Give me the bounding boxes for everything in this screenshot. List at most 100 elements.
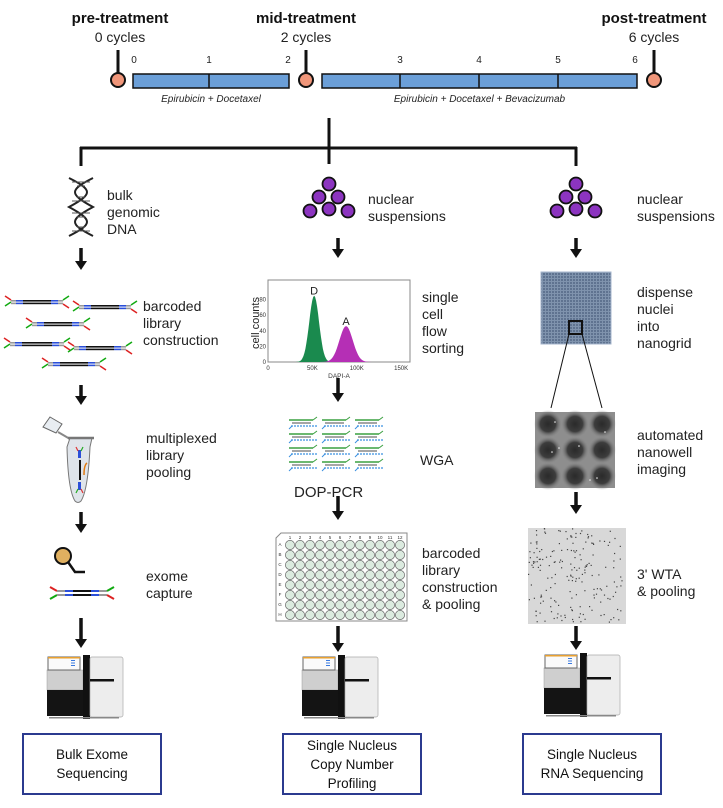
barcode-spot — [540, 602, 542, 604]
barcode-spot — [554, 573, 556, 576]
plate-well — [365, 540, 375, 550]
barcode-spot — [613, 581, 615, 583]
nanowell — [588, 462, 616, 490]
plate-well — [325, 610, 335, 620]
sequencer-body-left — [543, 667, 581, 689]
sequencer-feet — [49, 717, 119, 719]
screen-bar — [71, 665, 75, 666]
barcode-spot — [539, 569, 541, 571]
screen-bar — [71, 662, 75, 664]
barcode-spot — [536, 556, 538, 558]
strand — [79, 322, 84, 324]
sequencer-base — [544, 688, 580, 714]
barcode-spot — [609, 541, 611, 543]
barcode-spot — [580, 621, 582, 623]
strand — [79, 346, 86, 348]
plate-well — [395, 570, 405, 580]
barcode-spot — [545, 556, 548, 558]
adapter — [67, 347, 75, 353]
plate-well — [285, 600, 295, 610]
barcode-spot — [571, 569, 573, 571]
plate-well — [315, 560, 325, 570]
plate-row-label: A — [278, 542, 281, 547]
adapter — [4, 301, 12, 307]
y-tick-label: 0 — [263, 360, 267, 366]
barcode-spot — [564, 616, 566, 619]
strand — [72, 322, 79, 324]
cycle-tick-label: 4 — [476, 55, 482, 66]
strand — [60, 362, 88, 364]
barcode-spot — [558, 543, 560, 545]
barcode-spot — [536, 547, 538, 549]
barcode-spot — [566, 549, 569, 551]
nucleus — [330, 189, 346, 205]
adapter — [62, 303, 70, 309]
adapter — [4, 295, 12, 301]
nanowell — [534, 410, 562, 438]
strand — [119, 307, 126, 310]
plate-well — [325, 550, 335, 560]
nanowell — [561, 410, 589, 438]
barcode-spot — [528, 573, 530, 575]
strand — [74, 348, 79, 351]
adapter — [63, 345, 71, 351]
barcode-spot — [530, 542, 532, 544]
barcode-spot — [579, 613, 581, 615]
nucleus — [549, 203, 565, 219]
barcode-spot — [570, 549, 572, 552]
plate-well — [335, 590, 345, 600]
plate-well — [395, 610, 405, 620]
exome-capture-bait-icon — [49, 547, 115, 600]
barcode-spot — [587, 533, 589, 536]
strand — [53, 364, 60, 367]
output-box-single-nucleus-rna: Single Nucleus RNA Sequencing — [522, 733, 662, 795]
sequencer-column — [338, 655, 345, 719]
barcode-spot — [528, 599, 530, 601]
strand — [86, 348, 114, 351]
adapter — [67, 341, 75, 347]
x-tick-label: 50K — [307, 366, 318, 372]
barcode-spot — [584, 590, 586, 592]
barcode-spot — [600, 614, 602, 617]
barcode-spot — [536, 534, 538, 536]
wga-primer — [345, 430, 351, 435]
barcode-spot — [613, 567, 615, 569]
strand — [60, 364, 88, 367]
wga-primer — [312, 430, 318, 435]
barcode-spot — [575, 532, 577, 535]
plate-well — [345, 540, 355, 550]
barcode-spot — [532, 566, 534, 568]
wga-primer — [312, 444, 318, 449]
barcode-spot — [540, 596, 542, 598]
step-label: automated nanowell imaging — [637, 427, 704, 477]
plate-well — [295, 580, 305, 590]
step-label: exome capture — [146, 568, 193, 601]
wga-primer — [378, 430, 384, 435]
barcode-spot — [584, 572, 586, 574]
strand — [11, 300, 16, 302]
y-tick-label: 40 — [259, 329, 266, 335]
barcode-spot — [616, 586, 618, 588]
barcode-spot — [592, 542, 594, 544]
nucleus — [302, 203, 318, 219]
plate-well — [395, 550, 405, 560]
screen-bar — [71, 660, 75, 661]
barcode-spot — [593, 594, 595, 596]
barcode-spot — [591, 542, 593, 544]
barcode-spot — [560, 615, 562, 617]
nuclei-cluster-icon — [549, 176, 603, 219]
plate-column-label: 1 — [289, 535, 292, 540]
barcode-spot — [535, 615, 537, 617]
plate-well — [355, 580, 365, 590]
nucleus — [577, 189, 593, 205]
wga-primer — [288, 467, 293, 472]
barcode-spot — [593, 543, 595, 545]
sequencer-handle — [90, 679, 114, 682]
plate-row-label: F — [279, 592, 282, 597]
y-axis-label: cell counts — [250, 297, 262, 349]
barcode-spot — [571, 610, 573, 612]
barcode-spot — [584, 618, 586, 620]
strand — [37, 322, 44, 324]
barcode-spot — [535, 530, 538, 532]
plate-well — [305, 560, 315, 570]
